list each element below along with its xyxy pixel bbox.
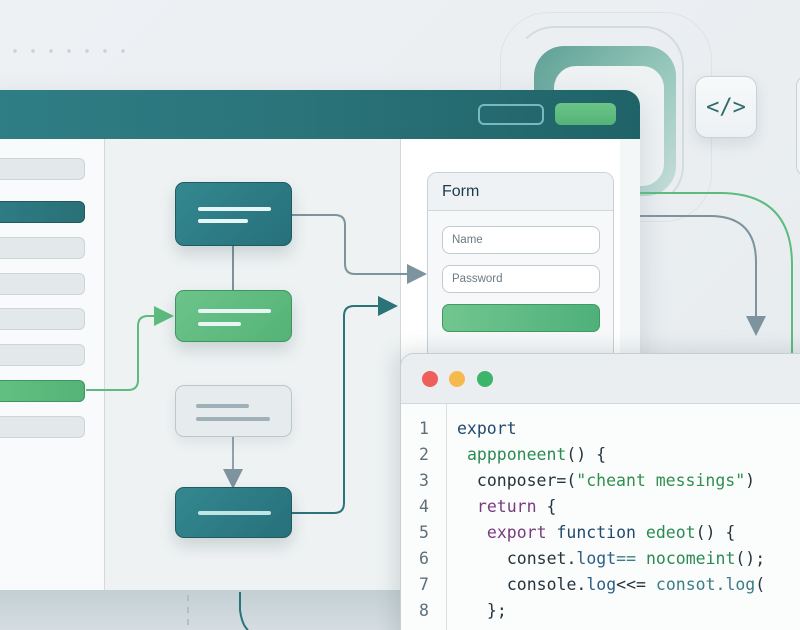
line-number: 2 xyxy=(419,445,429,464)
sidebar-item-3[interactable] xyxy=(0,237,85,259)
decorative-dot-grid xyxy=(6,42,126,66)
submit-button[interactable] xyxy=(442,304,600,332)
code-token: "cheant messings" xyxy=(576,471,746,490)
primary-action-button[interactable] xyxy=(555,103,616,125)
code-token: return xyxy=(467,497,537,516)
sidebar-item-5[interactable] xyxy=(0,308,85,330)
code-token: () { xyxy=(695,523,736,542)
minimize-window-button[interactable] xyxy=(449,371,465,387)
node-text-line xyxy=(198,322,241,326)
secondary-action-button[interactable] xyxy=(478,104,544,125)
node-text-line xyxy=(198,207,271,211)
code-token: export xyxy=(477,523,547,542)
line-number-gutter xyxy=(401,404,447,630)
code-line: return { xyxy=(467,497,557,516)
code-token: function xyxy=(546,523,636,542)
code-line: appponeent() { xyxy=(467,445,606,464)
code-token: () { xyxy=(566,445,607,464)
sidebar-item-7-active[interactable] xyxy=(0,380,85,402)
form-title: Form xyxy=(428,173,613,211)
code-token: logt xyxy=(576,549,617,568)
node-text-line xyxy=(198,309,271,313)
code-token: conset. xyxy=(487,549,577,568)
flow-node-3[interactable] xyxy=(175,385,292,437)
maximize-window-button[interactable] xyxy=(477,371,493,387)
code-line: export xyxy=(457,419,517,438)
line-number: 3 xyxy=(419,471,429,490)
sidebar-item-6[interactable] xyxy=(0,344,85,366)
code-token: { xyxy=(536,497,557,516)
password-input[interactable]: Password xyxy=(442,265,600,293)
code-token: consot.log xyxy=(655,575,756,594)
code-token: ) xyxy=(745,471,756,490)
code-line: console.log<<= consot.log( xyxy=(487,575,765,594)
code-token: (); xyxy=(735,549,766,568)
line-number: 8 xyxy=(419,601,429,620)
flow-node-2[interactable] xyxy=(175,290,292,342)
name-input[interactable]: Name xyxy=(442,226,600,254)
editor-titlebar xyxy=(401,354,800,404)
sidebar-item-8[interactable] xyxy=(0,416,85,438)
code-token: log xyxy=(586,575,617,594)
decorative-ring-inner xyxy=(514,26,684,206)
code-line: }; xyxy=(477,601,507,620)
code-token: conposer=( xyxy=(467,471,577,490)
form-card: Form Name Password xyxy=(427,172,614,367)
code-token: ( xyxy=(755,575,766,594)
code-token: == xyxy=(616,549,646,568)
code-token: <<= xyxy=(616,575,656,594)
code-icon[interactable]: </> xyxy=(695,76,757,138)
flow-node-1[interactable] xyxy=(175,182,292,246)
code-token: console. xyxy=(487,575,587,594)
code-line: export function edeot() { xyxy=(477,523,735,542)
line-number: 7 xyxy=(419,575,429,594)
line-number: 6 xyxy=(419,549,429,568)
code-token: edeot xyxy=(635,523,696,542)
offscreen-card xyxy=(796,76,800,176)
sidebar-item-4[interactable] xyxy=(0,273,85,295)
line-number: 5 xyxy=(419,523,429,542)
node-text-line xyxy=(196,417,270,421)
code-line: conposer=("cheant messings") xyxy=(467,471,755,490)
node-text-line xyxy=(198,219,248,223)
code-token: export xyxy=(457,419,517,438)
code-token: nocomeint xyxy=(645,549,736,568)
sidebar-item-2-active[interactable] xyxy=(0,201,85,223)
node-text-line xyxy=(196,404,249,408)
node-text-line xyxy=(198,511,271,515)
code-token: }; xyxy=(477,601,507,620)
line-number: 4 xyxy=(419,497,429,516)
app-titlebar xyxy=(0,90,640,139)
close-window-button[interactable] xyxy=(422,371,438,387)
bottom-panel xyxy=(0,590,420,630)
flow-node-4[interactable] xyxy=(175,487,292,538)
code-line: conset.logt== nocomeint(); xyxy=(487,549,765,568)
code-token: appponeent xyxy=(467,445,567,464)
sidebar-item-1[interactable] xyxy=(0,158,85,180)
sidebar xyxy=(0,139,105,610)
line-number: 1 xyxy=(419,419,429,438)
